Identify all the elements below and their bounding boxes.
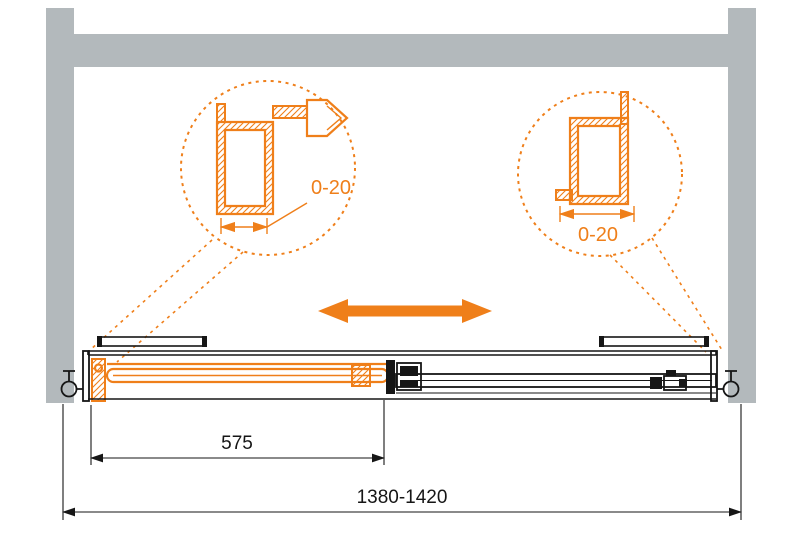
- sliding-panel-profile: [395, 373, 717, 388]
- top-track: [87, 350, 717, 356]
- profile-clip-inner-left: [326, 105, 343, 131]
- dimension-overall-width: 1380-1420: [61, 404, 743, 520]
- profile-foot-right: [555, 189, 573, 201]
- adjustment-label-right: 0-20: [578, 224, 618, 246]
- bracket-bar: [710, 350, 718, 402]
- hardware-block: [666, 370, 676, 376]
- wall-profile-section-left: [215, 98, 349, 216]
- wall-bracket-right: [710, 350, 740, 402]
- detail-bubble-right: 0-20: [517, 91, 683, 257]
- right-hardware: [650, 370, 687, 391]
- wall-top-band: [46, 34, 756, 67]
- dim-leader: [266, 202, 308, 228]
- detail-circle-left: [180, 80, 356, 256]
- top-bracket-left: [97, 336, 207, 347]
- connector-block: [386, 360, 395, 394]
- detail-bubble-left: 0-20: [180, 80, 356, 256]
- profile-tube-right: [568, 116, 630, 206]
- profile-tube-left: [215, 120, 275, 216]
- leader-left-outer: [88, 239, 213, 352]
- bracket-nub: [704, 336, 709, 347]
- profile-arm-left: [272, 105, 308, 119]
- sliding-panel: [88, 373, 717, 400]
- slide-direction-arrow: [318, 299, 492, 323]
- bracket-nub: [97, 336, 102, 347]
- profile-blade-right: [620, 91, 629, 125]
- bracket-hook: [717, 370, 737, 390]
- connector-insert: [400, 366, 418, 376]
- leader-right-outer: [651, 237, 723, 351]
- wall-right-strip: [728, 8, 756, 403]
- wall-niche: [46, 8, 756, 403]
- detail-circle-right: [517, 91, 683, 257]
- leader-left-inner: [116, 251, 244, 363]
- wall-profile-section-right: [555, 91, 630, 206]
- hardware-block: [650, 377, 662, 389]
- door-assembly-drawing: [60, 336, 740, 402]
- wall-bracket-left: [60, 350, 90, 402]
- bracket-nub: [599, 336, 604, 347]
- profile-clip-left: [305, 98, 349, 138]
- adjustment-dimension-left: 0-20: [219, 177, 351, 234]
- bracket-bar: [82, 350, 90, 402]
- connector-insert: [400, 380, 418, 387]
- connector-profile: [351, 364, 371, 387]
- overall-width-label: 1380-1420: [357, 487, 448, 508]
- wall-profile-screw: [93, 363, 104, 373]
- top-bracket-right: [599, 336, 709, 347]
- wall-left-strip: [46, 8, 74, 403]
- dimension-panel-width: 575: [89, 400, 386, 465]
- bracket-hook: [63, 370, 83, 390]
- adjustment-dimension-right: 0-20: [558, 206, 636, 246]
- profile-stub-left: [216, 103, 226, 123]
- adjustment-label-left: 0-20: [311, 177, 351, 199]
- connector-housing: [396, 362, 422, 391]
- hardware-block: [679, 379, 687, 387]
- detail-leader-lines: [88, 237, 723, 363]
- panel-width-label: 575: [221, 433, 253, 454]
- fixed-panel: [105, 362, 390, 384]
- bracket-nub: [202, 336, 207, 347]
- leader-right-inner: [609, 254, 707, 353]
- center-connector: [351, 360, 422, 394]
